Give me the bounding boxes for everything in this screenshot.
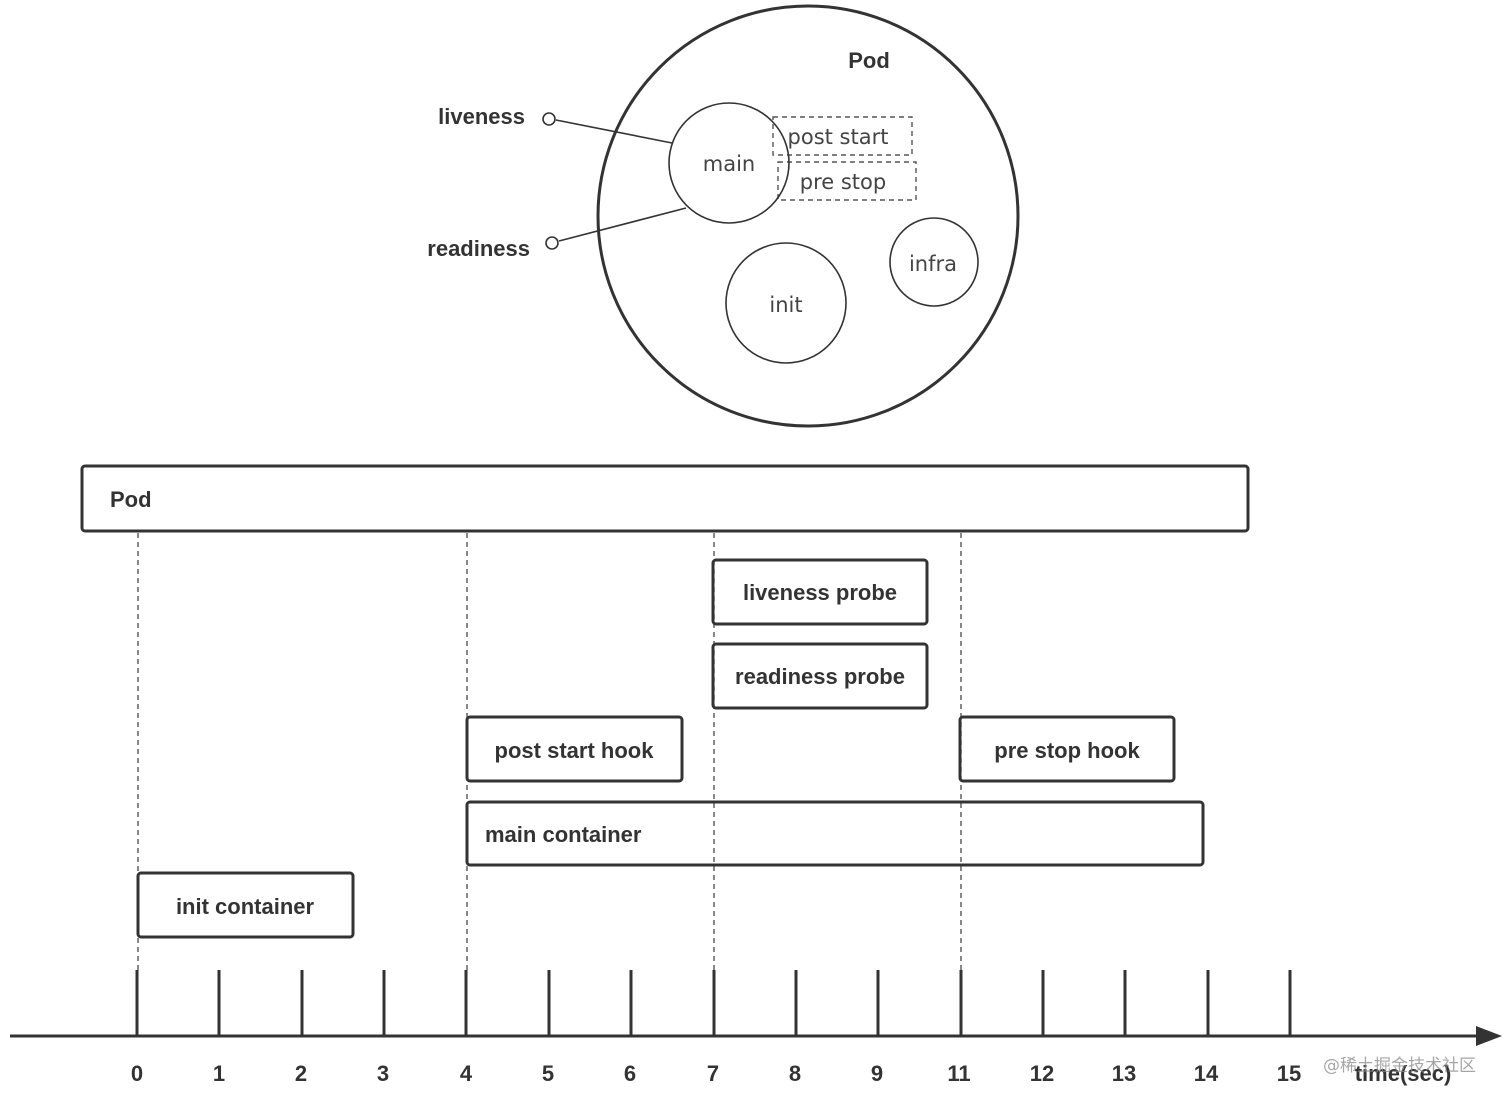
pod-circle-title: Pod [848, 48, 890, 73]
main-container-bar [465, 800, 1205, 867]
pre-stop-hook-label: pre stop hook [994, 738, 1140, 763]
tick-label: 15 [1277, 1061, 1301, 1086]
liveness-label: liveness [438, 104, 525, 129]
main-container-label: main container [485, 822, 642, 847]
pre-stop-box [777, 161, 917, 201]
liveness-probe-label: liveness probe [743, 580, 897, 605]
main-label: main [703, 152, 755, 176]
tick-label: 5 [542, 1061, 554, 1086]
init-container-bar [136, 871, 355, 939]
init-container-label: init container [176, 894, 315, 919]
readiness-endpoint [545, 236, 559, 250]
axis-label: time(sec) [1355, 1061, 1452, 1086]
tick-label: 12 [1030, 1061, 1054, 1086]
post-start-hook-bar [465, 715, 684, 783]
post-start-label: post start [788, 125, 889, 149]
timeline: Pod liveness probe readiness probe post … [10, 464, 1502, 1086]
tick-label: 6 [624, 1061, 636, 1086]
tick-label: 7 [707, 1061, 719, 1086]
watermark: @稀土掘金技术社区 [1323, 1056, 1476, 1076]
pod-circle [596, 4, 1020, 428]
pod-bar-label: Pod [110, 487, 152, 512]
tick-label: 3 [377, 1061, 389, 1086]
time-axis-arrowhead [1476, 1026, 1502, 1046]
readiness-connector [558, 207, 687, 242]
init-container-circle [725, 242, 847, 364]
tick-label: 8 [789, 1061, 801, 1086]
liveness-endpoint [542, 112, 556, 126]
tick-label: 4 [460, 1061, 473, 1086]
pod-bar [80, 464, 1250, 533]
tick-label: 11 [947, 1061, 970, 1086]
post-start-hook-label: post start hook [495, 738, 655, 763]
pre-stop-hook-bar [958, 715, 1176, 783]
pod-structure: Pod liveness readiness post start pre st… [427, 4, 1020, 428]
infra-label: infra [909, 252, 957, 276]
tick-label: 13 [1112, 1061, 1136, 1086]
main-container-circle [668, 102, 790, 224]
tick-label: 14 [1194, 1061, 1219, 1086]
readiness-probe-bar [711, 642, 929, 710]
readiness-probe-label: readiness probe [735, 664, 905, 689]
liveness-connector [555, 119, 673, 144]
tick-label: 1 [213, 1061, 225, 1086]
post-start-box [772, 116, 913, 156]
tick-label: 0 [131, 1061, 143, 1086]
tick-label: 2 [295, 1061, 307, 1086]
init-label: init [769, 293, 802, 317]
tick-label: 9 [871, 1061, 883, 1086]
infra-container-circle [889, 217, 979, 307]
pre-stop-label: pre stop [800, 170, 886, 194]
liveness-probe-bar [711, 558, 929, 626]
readiness-label: readiness [427, 236, 530, 261]
